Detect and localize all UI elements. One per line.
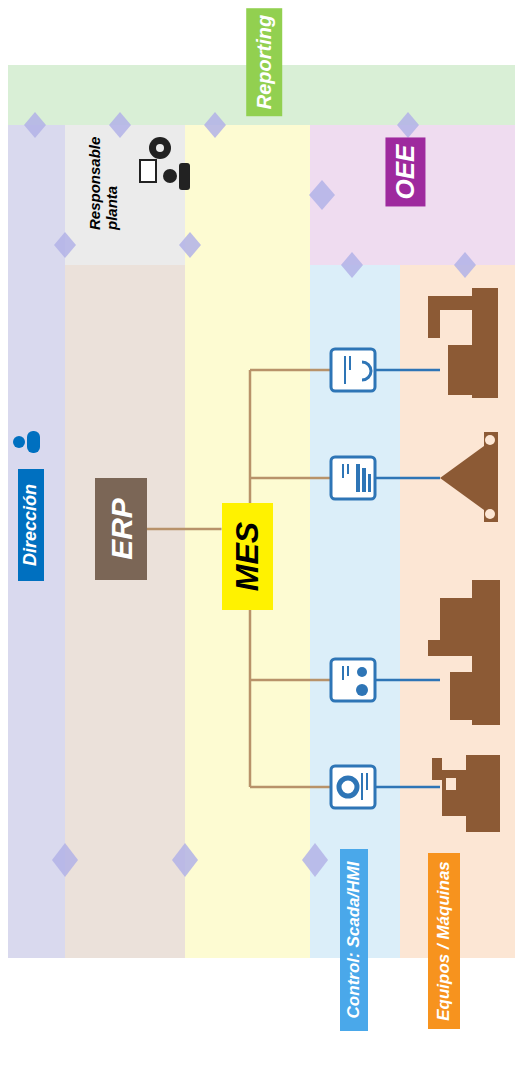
hmi-bars-icon xyxy=(331,457,375,499)
role-region: Responsable planta xyxy=(65,122,185,268)
diamond-mark xyxy=(302,843,328,877)
screen-lines xyxy=(343,666,348,680)
person-body xyxy=(179,163,190,190)
section-label: Control: Scada/HMI xyxy=(340,849,368,1031)
hmi-donut-icon xyxy=(331,766,375,808)
bar-mark xyxy=(356,464,360,492)
node-text: Responsable planta xyxy=(87,130,120,230)
plant-manager-icon xyxy=(140,137,190,190)
diamond-mark xyxy=(179,232,201,258)
mes-branch-wire xyxy=(250,786,330,789)
machine-wires xyxy=(375,370,440,787)
diamond-mark xyxy=(172,843,198,877)
diamond-mark xyxy=(309,180,335,210)
screen-frame xyxy=(331,659,375,701)
machine-detail xyxy=(485,435,495,445)
node-text: MES xyxy=(229,521,264,590)
hmi-gauge-icon xyxy=(331,349,375,391)
machine-wire xyxy=(375,786,440,789)
node-text: Reporting xyxy=(253,15,275,109)
diamond-mark xyxy=(109,112,131,138)
system-box: ERP xyxy=(95,478,147,580)
section-label: Dirección xyxy=(18,469,44,581)
node-text: Equipos / Máquinas xyxy=(435,861,454,1021)
machine-part xyxy=(428,296,440,338)
diamond-mark xyxy=(54,232,76,258)
cnc-machine xyxy=(432,755,500,832)
diamond-mark xyxy=(341,252,363,278)
gear-symbol xyxy=(149,137,171,159)
machine-part xyxy=(432,758,442,780)
diamond-mark xyxy=(204,112,226,138)
machine-part xyxy=(472,288,498,398)
gauge-arc xyxy=(362,362,371,380)
diamond-mark xyxy=(24,112,46,138)
node-text: OEE xyxy=(391,145,420,200)
machine-detail xyxy=(485,509,495,519)
mes-band xyxy=(185,125,310,958)
press-machine xyxy=(428,288,498,398)
machine-part xyxy=(484,432,498,522)
hopper-part xyxy=(440,446,484,510)
section-label: Reporting xyxy=(246,8,282,116)
diamond-mark xyxy=(52,843,78,877)
machine-screen xyxy=(446,778,456,790)
node-text: Control: Scada/HMI xyxy=(345,862,364,1019)
bands xyxy=(8,65,515,958)
diamond-mark xyxy=(397,112,419,138)
mes-branch-wire xyxy=(250,369,330,372)
erp-band xyxy=(65,265,185,958)
extruder-machine xyxy=(440,432,498,522)
machine-part xyxy=(448,345,472,395)
person-head xyxy=(13,436,25,448)
bar-mark xyxy=(362,468,366,492)
machine-wire xyxy=(375,679,440,682)
screen-lines xyxy=(345,356,350,384)
direction-person-icon xyxy=(13,431,40,453)
clipboard-symbol xyxy=(140,160,156,182)
machine-part xyxy=(428,640,472,656)
machine-part xyxy=(442,770,466,816)
oee-region xyxy=(310,125,515,265)
gear-symbol xyxy=(357,667,367,677)
person-head xyxy=(163,169,177,183)
mes-branch-wire xyxy=(250,679,330,682)
person-body xyxy=(27,431,40,453)
system-box: OEE xyxy=(385,138,425,207)
node-text: ERP xyxy=(105,498,138,560)
node-text: Dirección xyxy=(21,484,41,566)
screen-frame xyxy=(331,766,375,808)
screen-lines xyxy=(362,773,367,800)
bar-mark xyxy=(368,474,371,492)
plant-manager-region xyxy=(65,125,185,265)
machine-part xyxy=(466,755,500,832)
screen-frame xyxy=(331,457,375,499)
machine-part xyxy=(472,580,500,725)
hmi-gears-icon xyxy=(331,659,375,701)
machine-wire xyxy=(375,477,440,480)
machine-part xyxy=(440,598,472,640)
large-machine xyxy=(428,580,500,725)
machines xyxy=(428,288,500,832)
machine-part xyxy=(450,672,472,720)
screen-frame xyxy=(331,349,375,391)
gear-hole xyxy=(156,144,164,152)
machine-wire xyxy=(375,369,440,372)
donut-chart xyxy=(339,778,357,796)
hmi-icons xyxy=(331,349,375,808)
mes-branch-wire xyxy=(250,477,330,480)
diamond-mark xyxy=(454,252,476,278)
direction-band xyxy=(8,125,65,958)
screen-lines xyxy=(343,464,348,478)
system-box: MES xyxy=(222,503,273,610)
gear-symbol xyxy=(356,684,368,696)
boundary-diamonds xyxy=(24,112,476,877)
section-label: Equipos / Máquinas xyxy=(428,853,460,1029)
connector-line xyxy=(147,528,222,531)
